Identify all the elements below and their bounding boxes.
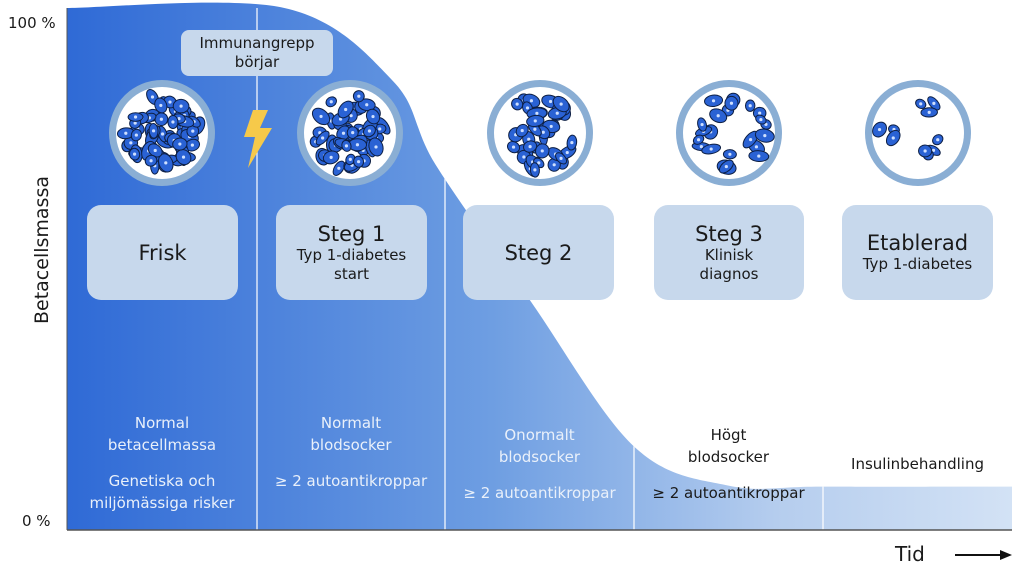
- stage-title: Steg 2: [504, 240, 573, 265]
- stage-title: Frisk: [138, 240, 187, 265]
- stage-subtitle-line-2: start: [334, 264, 369, 283]
- stage-subtitle-line-2: diagnos: [699, 264, 759, 283]
- desc-line: blodsocker: [310, 436, 392, 454]
- stage-description-frisk: Normal betacellmassa Genetiska och miljö…: [67, 412, 257, 514]
- desc-line: miljömässiga risker: [89, 494, 235, 512]
- desc-line: Insulinbehandling: [851, 455, 984, 473]
- stage-box-frisk: Frisk: [87, 205, 238, 300]
- y-axis-bottom-label: 0 %: [22, 512, 51, 530]
- stage-title: Etablerad: [866, 231, 969, 255]
- desc-line: ≥ 2 autoantikroppar: [652, 484, 805, 502]
- islet-cell-icon: [487, 80, 593, 186]
- note-line-2: börjar: [234, 53, 280, 71]
- islet-cell-icon: [297, 80, 403, 186]
- x-axis-title: Tid: [895, 542, 925, 566]
- stage-box-steg-1: Steg 1 Typ 1-diabetes start: [276, 205, 427, 300]
- stage-description-steg-1: Normalt blodsocker ≥ 2 autoantikroppar: [257, 412, 445, 492]
- desc-line: Genetiska och: [108, 472, 216, 490]
- desc-line: ≥ 2 autoantikroppar: [463, 484, 616, 502]
- stage-title: Steg 1: [317, 221, 386, 246]
- lightning-icon: [244, 110, 272, 168]
- note-line-1: Immunangrepp: [199, 34, 315, 52]
- desc-line: Onormalt: [504, 426, 575, 444]
- stage-box-etablerad: Etablerad Typ 1-diabetes: [842, 205, 993, 300]
- desc-line: Normalt: [320, 414, 382, 432]
- desc-line: blodsocker: [498, 448, 581, 466]
- stage-description-etablerad: Insulinbehandling: [823, 453, 1012, 475]
- desc-line: blodsocker: [687, 448, 770, 466]
- stage-box-steg-3: Steg 3 Klinisk diagnos: [654, 205, 804, 300]
- stage-box-steg-2: Steg 2: [463, 205, 614, 300]
- islet-cell-icon: [676, 80, 782, 186]
- y-axis-title: Betacellsmassa: [31, 175, 53, 325]
- desc-line: Normal: [134, 414, 190, 432]
- desc-line: betacellmassa: [107, 436, 217, 454]
- stage-subtitle-line-1: Klinisk: [704, 245, 754, 264]
- stage-description-steg-3: Högt blodsocker ≥ 2 autoantikroppar: [634, 424, 823, 504]
- stage-subtitle-line-1: Typ 1-diabetes: [296, 245, 407, 264]
- islet-cell-icon: [865, 80, 971, 186]
- time-arrow-icon: [955, 550, 1012, 560]
- islet-cell-icon: [109, 80, 215, 186]
- y-axis-top-label: 100 %: [8, 14, 56, 32]
- desc-line: ≥ 2 autoantikroppar: [274, 472, 428, 490]
- stage-title: Steg 3: [695, 221, 763, 246]
- desc-line: Högt: [710, 426, 747, 444]
- immune-attack-note: Immunangrepp börjar: [181, 30, 333, 76]
- stage-subtitle-line-1: Typ 1-diabetes: [862, 255, 973, 273]
- stage-description-steg-2: Onormalt blodsocker ≥ 2 autoantikroppar: [445, 424, 634, 504]
